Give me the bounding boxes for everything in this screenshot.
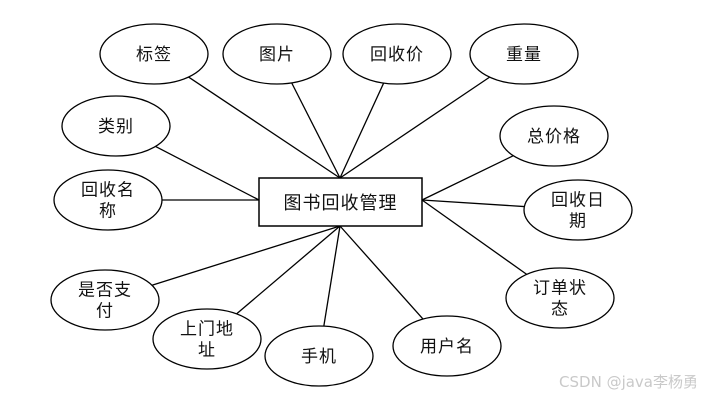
attribute-ellipse-username: [392, 315, 502, 377]
attribute-phone: 手机: [264, 325, 374, 387]
attribute-ellipse-address: [152, 308, 262, 370]
attribute-label-name: 称: [99, 202, 117, 222]
attribute-image: 图片: [222, 23, 332, 85]
connector-line-paid: [151, 225, 341, 286]
attribute-label-name: 回收名: [81, 181, 135, 201]
attribute-label-total: 总价格: [527, 127, 581, 147]
attribute-ellipse-price: [342, 23, 452, 85]
attribute-nodes: 标签图片回收价重量类别总价格回收名称回收日期是否支付订单状态上门地址手机用户名: [50, 23, 633, 387]
connector-line-total: [421, 155, 514, 201]
attribute-label-address: 址: [198, 341, 216, 361]
attribute-ellipse-tag: [99, 23, 209, 85]
attribute-label-image: 图片: [259, 45, 295, 65]
attribute-label-date: 期: [569, 212, 587, 232]
attribute-label-status: 态: [551, 300, 569, 320]
attribute-ellipse-total: [499, 105, 609, 167]
connector-line-price: [339, 82, 385, 179]
connector-line-date: [421, 199, 525, 208]
attribute-ellipse-name: [53, 169, 163, 231]
attribute-weight: 重量: [469, 23, 579, 85]
attribute-ellipse-image: [222, 23, 332, 85]
attribute-label-address: 上门地: [180, 320, 234, 340]
connector-line-tag: [188, 76, 341, 179]
attribute-label-date: 回收日: [551, 191, 605, 211]
attribute-label-tag: 标签: [136, 45, 172, 65]
attribute-label-paid: 付: [96, 302, 114, 322]
connector-line-weight: [339, 76, 491, 179]
attribute-label-phone: 手机: [301, 347, 337, 367]
entity-box: [258, 177, 423, 227]
attribute-username: 用户名: [392, 315, 502, 377]
connector-line-category: [155, 145, 260, 201]
attribute-ellipse-phone: [264, 325, 374, 387]
attribute-ellipse-date: [523, 179, 633, 241]
connector-line-username: [339, 225, 424, 320]
attribute-price: 回收价: [342, 23, 452, 85]
attribute-ellipse-category: [61, 95, 171, 157]
connector-line-status: [421, 199, 528, 275]
attribute-label-username: 用户名: [420, 337, 474, 357]
entity-group: 图书回收管理: [258, 177, 423, 227]
watermark-text: CSDN @java李杨勇: [559, 373, 698, 391]
connector-line-image: [291, 82, 341, 179]
attribute-label-price: 回收价: [370, 45, 424, 65]
entity-label: 图书回收管理: [284, 193, 398, 214]
attribute-label-paid: 是否支: [78, 281, 132, 301]
attribute-tag: 标签: [99, 23, 209, 85]
connector-line-address: [236, 225, 341, 315]
attribute-label-category: 类别: [98, 117, 134, 137]
attribute-ellipse-status: [505, 267, 615, 329]
attribute-ellipse-weight: [469, 23, 579, 85]
relationship-lines: [151, 76, 528, 327]
attribute-total: 总价格: [499, 105, 609, 167]
attribute-label-status: 订单状: [533, 279, 587, 299]
attribute-ellipse-paid: [50, 269, 160, 331]
attribute-label-weight: 重量: [506, 45, 542, 65]
attribute-category: 类别: [61, 95, 171, 157]
connector-line-phone: [323, 225, 341, 327]
